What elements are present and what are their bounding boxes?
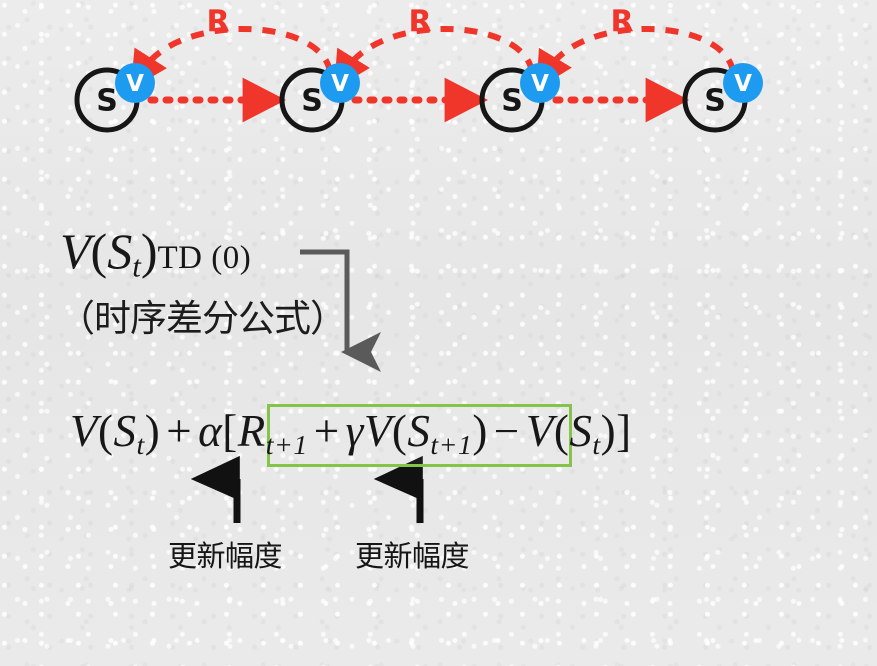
f-v3: V [525,406,554,456]
state-node-1 [74,67,140,133]
state-label-1: S [96,83,118,119]
value-label-4: V [734,71,752,97]
f-r: R [237,406,266,456]
state-node-3 [479,67,545,133]
update-magnitude-caption-2: 更新幅度 [355,539,470,573]
td-close-paren: ) [140,223,158,279]
td-zero-heading: V(St)TD (0) [60,226,251,282]
f-sub1: t [136,429,145,461]
td-value-symbol: V [60,223,91,279]
update-magnitude-caption-1: 更新幅度 [168,539,283,573]
td-method-name: TD (0) [157,240,252,276]
f-lparen3: ( [553,406,570,456]
value-label-1: V [126,71,144,97]
f-lbracket: [ [222,406,238,456]
f-rparen2: ) [472,406,488,456]
reward-label-2: R [408,4,432,40]
f-s2: S [407,406,431,456]
reward-arc-3 [536,25,736,90]
f-alpha: α [198,406,223,456]
f-plus1: + [166,406,193,456]
f-sub2: t+1 [430,429,473,461]
value-node-4 [723,63,763,103]
state-label-3: S [501,83,523,119]
f-s3: S [569,406,593,456]
reward-arc-1 [130,25,333,90]
td-state-symbol: S [107,223,133,279]
state-node-4 [682,67,748,133]
td-open-paren: ( [90,223,108,279]
value-node-3 [520,63,560,103]
f-rsub: t+1 [265,429,308,461]
f-rparen3: ) [600,406,617,456]
f-lparen2: ( [391,406,408,456]
reward-label-3: R [610,4,634,40]
f-minus: − [493,406,520,456]
value-node-1 [115,63,155,103]
value-label-2: V [331,71,349,97]
value-node-2 [320,63,360,103]
f-rparen1: ) [144,406,161,456]
f-s1: S [113,406,137,456]
value-label-3: V [531,71,549,97]
value-node-group [115,63,763,103]
td-state-subscript: t [132,248,141,284]
td-chinese-note: （时序差分公式） [58,297,347,340]
f-v2: V [363,406,392,456]
state-node-group [74,67,748,133]
state-node-2 [279,67,345,133]
f-plus2: + [313,406,340,456]
f-lparen1: ( [98,406,114,456]
f-rbracket: ] [616,406,632,456]
state-label-2: S [301,83,323,119]
f-sub3: t [592,429,601,461]
reward-arc-group [130,25,736,90]
reward-arc-2 [333,25,535,90]
f-gamma: γ [345,406,364,456]
f-v1: V [70,406,98,456]
td-update-formula: V(St)+α[Rt+1+γV(St+1)−V(St)] [70,409,632,460]
reward-label-1: R [206,4,230,40]
td-target-highlight-box [267,404,572,467]
state-label-4: S [704,83,726,119]
